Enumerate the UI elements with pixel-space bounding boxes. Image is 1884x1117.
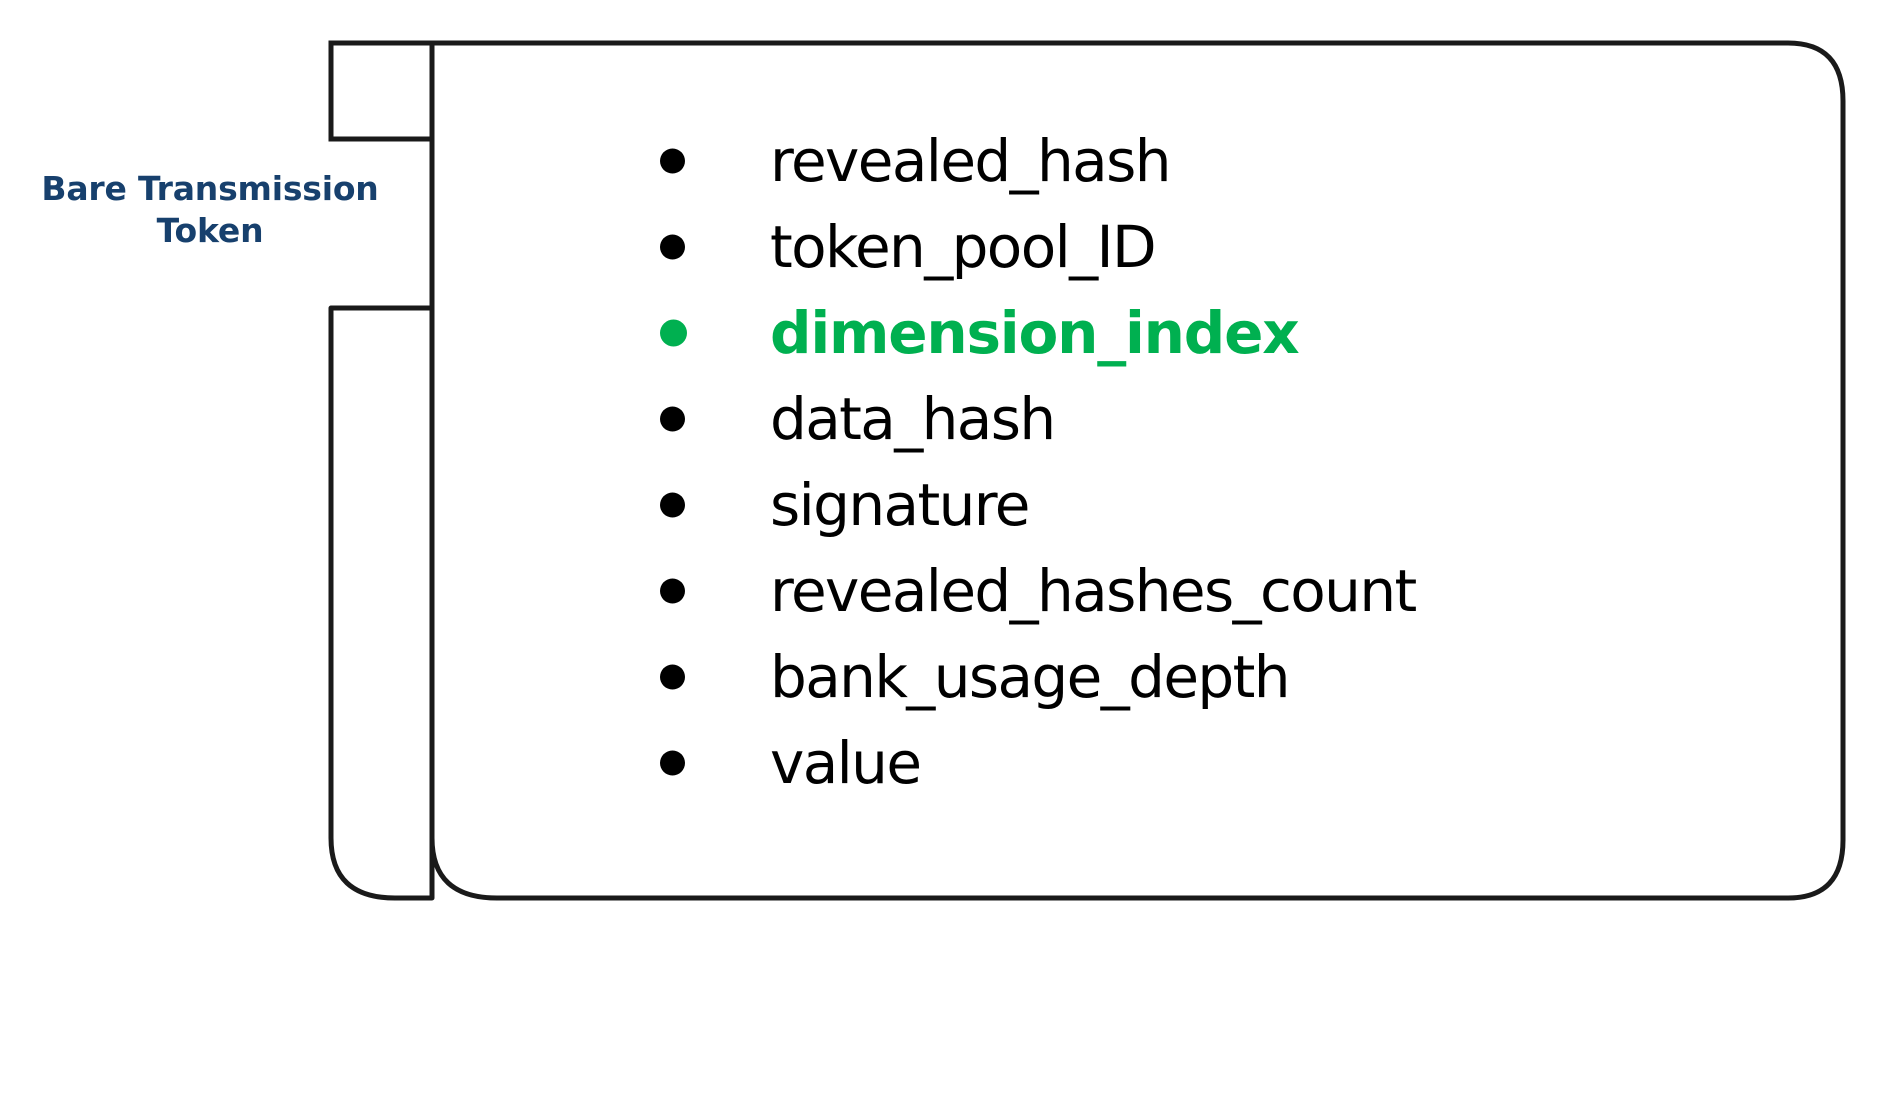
field-label: data_hash — [770, 385, 1056, 453]
field-label: bank_usage_depth — [770, 643, 1291, 711]
list-item: token_pool_ID — [560, 204, 1760, 290]
bullet-icon — [660, 319, 687, 347]
token-field-list: revealed_hash token_pool_ID dimension_in… — [560, 118, 1760, 806]
field-label: revealed_hashes_count — [770, 557, 1417, 625]
bullet-icon — [660, 664, 685, 690]
field-label: value — [770, 729, 922, 797]
back-card-outline — [328, 305, 435, 901]
list-item: data_hash — [560, 376, 1760, 462]
field-label: revealed_hash — [770, 127, 1172, 195]
bullet-icon — [660, 406, 685, 432]
field-label: signature — [770, 471, 1030, 539]
top-tab-outline — [328, 40, 435, 142]
bullet-icon — [660, 234, 685, 260]
list-item: value — [560, 720, 1760, 806]
bullet-icon — [660, 148, 685, 174]
bullet-icon — [660, 492, 685, 518]
main-card-outline — [429, 40, 1846, 901]
field-label-highlighted: dimension_index — [770, 299, 1300, 367]
list-item: revealed_hash — [560, 118, 1760, 204]
bullet-icon — [660, 578, 685, 604]
field-label: token_pool_ID — [770, 213, 1157, 281]
list-item-highlighted: dimension_index — [560, 290, 1760, 376]
list-item: signature — [560, 462, 1760, 548]
bullet-icon — [660, 750, 685, 776]
diagram-label: Bare Transmission Token — [41, 169, 379, 251]
list-item: revealed_hashes_count — [560, 548, 1760, 634]
list-item: bank_usage_depth — [560, 634, 1760, 720]
